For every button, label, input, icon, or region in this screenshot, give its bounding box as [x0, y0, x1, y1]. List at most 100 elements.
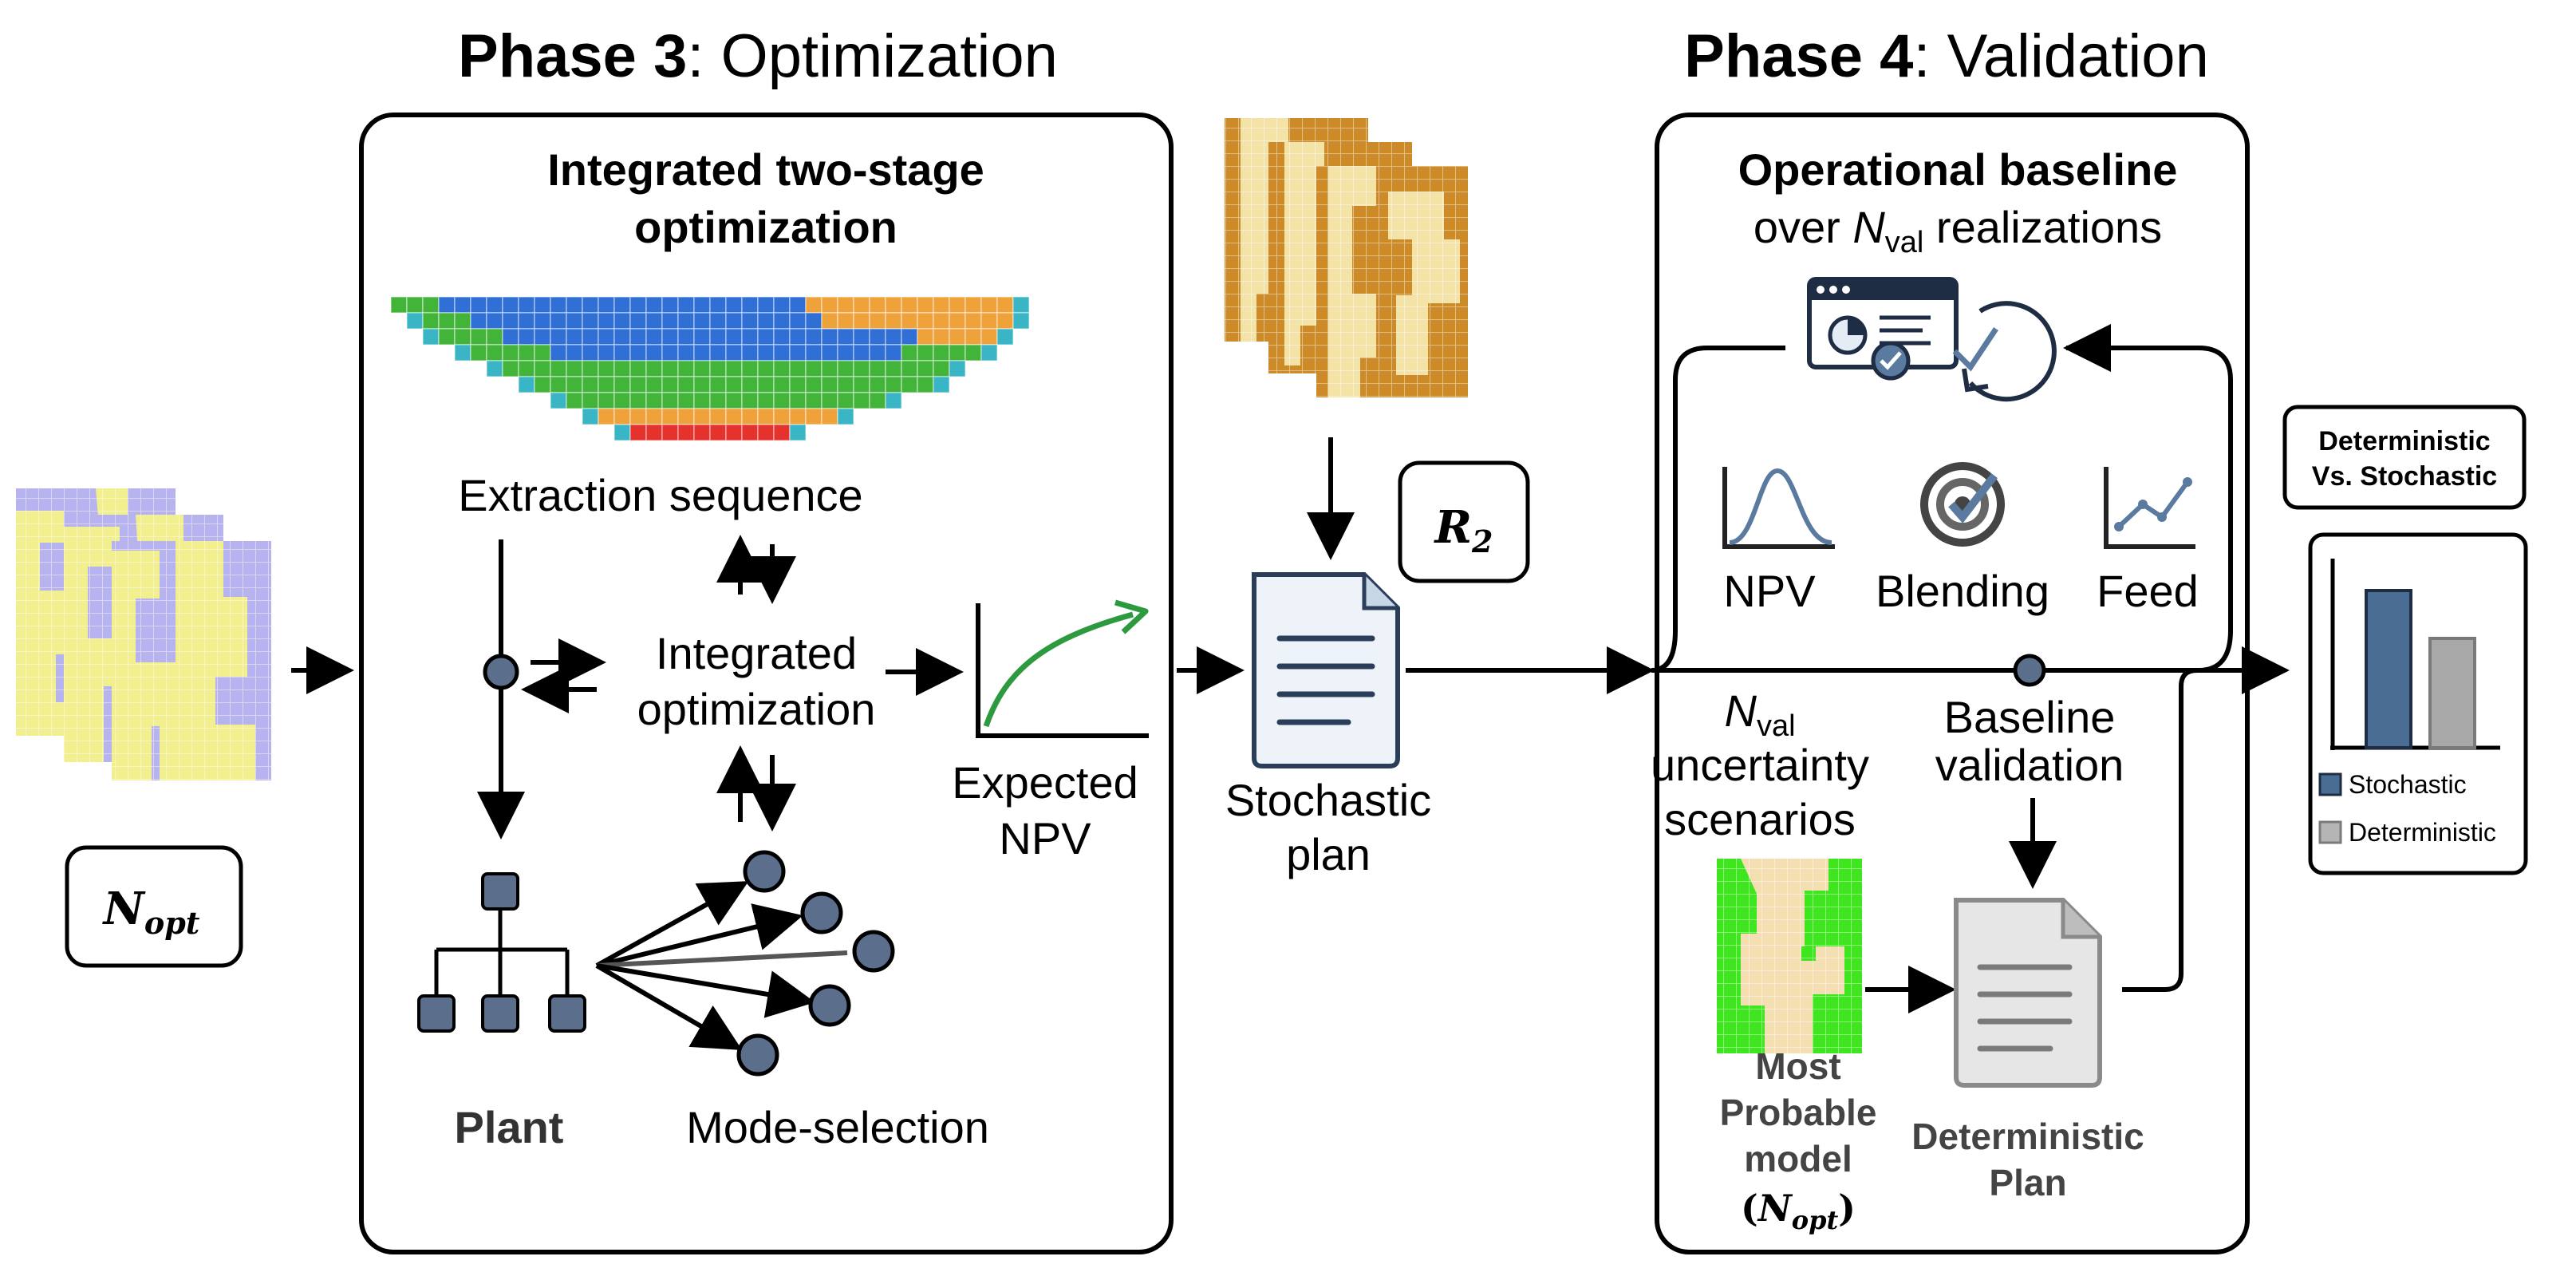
refresh-check-icon	[1952, 301, 2057, 402]
double-arrow-extraction-integrated	[716, 535, 796, 604]
pit-block	[885, 376, 902, 393]
pit-block	[598, 312, 615, 330]
pit-block	[582, 392, 599, 409]
pit-block	[566, 296, 583, 314]
pit-block	[709, 424, 727, 441]
comparison-title-box	[2282, 405, 2527, 510]
pit-block	[486, 328, 503, 346]
pit-block	[613, 344, 631, 361]
extraction-sequence-pit	[390, 296, 1030, 441]
pit-block	[853, 296, 870, 314]
pit-block	[709, 312, 727, 330]
pit-block	[725, 296, 743, 314]
pit-block	[470, 312, 487, 330]
pit-block	[996, 328, 1014, 346]
pit-block	[677, 312, 695, 330]
pit-block	[980, 312, 998, 330]
pit-block	[917, 296, 934, 314]
phase3-box-heading-line2: optimization	[634, 202, 897, 252]
pit-block	[885, 392, 902, 409]
input-realization-front	[112, 541, 271, 780]
pit-block	[566, 392, 583, 409]
pit-block	[741, 344, 759, 361]
pit-block	[470, 344, 487, 361]
pit-block	[629, 376, 647, 393]
pit-block	[406, 296, 424, 314]
pit-block	[933, 328, 950, 346]
pit-block	[613, 296, 631, 314]
pit-block	[677, 296, 695, 314]
pit-block	[789, 296, 807, 314]
pit-block	[805, 360, 823, 377]
pit-block	[853, 328, 870, 346]
n-opt-sub: opt	[144, 905, 200, 941]
blending-target-icon	[1920, 462, 2005, 547]
pit-block	[693, 408, 711, 425]
pit-block	[645, 376, 663, 393]
baseline-loop-frame	[1651, 346, 1785, 673]
pit-block	[885, 328, 902, 346]
pit-block	[390, 296, 408, 314]
pit-block	[661, 328, 679, 346]
phase4-title: Phase 4: Validation	[1684, 22, 2209, 90]
scenarios-line2: uncertainty	[1651, 740, 1869, 790]
pit-block	[693, 424, 711, 441]
pit-block	[869, 344, 886, 361]
pit-block	[757, 312, 775, 330]
pit-block	[486, 344, 503, 361]
pit-block	[821, 312, 838, 330]
scenarios-line3: scenarios	[1664, 794, 1856, 844]
pit-block	[757, 360, 775, 377]
pit-block	[821, 392, 838, 409]
pit-block	[438, 312, 456, 330]
pit-block	[518, 328, 535, 346]
pit-block	[853, 344, 870, 361]
pit-block	[582, 360, 599, 377]
pit-block	[933, 360, 950, 377]
pit-block	[582, 344, 599, 361]
pit-block	[613, 360, 631, 377]
pit-block	[709, 376, 727, 393]
pit-block	[917, 344, 934, 361]
pit-block	[502, 296, 519, 314]
pit-block	[613, 312, 631, 330]
pit-block	[805, 328, 823, 346]
pit-block	[949, 312, 966, 330]
pit-block	[821, 296, 838, 314]
comparison-bar-chart	[2330, 559, 2500, 750]
pit-block	[677, 328, 695, 346]
pit-block	[917, 376, 934, 393]
phase4-title-rest: : Validation	[1913, 22, 2208, 90]
most-probable-line3: model	[1744, 1138, 1852, 1179]
pit-block	[789, 360, 807, 377]
pit-block	[438, 328, 456, 346]
operational-baseline-heading: Operational baseline	[1738, 144, 2178, 195]
pit-block	[949, 296, 966, 314]
pit-block	[486, 360, 503, 377]
pit-block	[550, 296, 567, 314]
pit-block	[773, 376, 791, 393]
pit-block	[550, 360, 567, 377]
input-realizations-stack	[16, 488, 271, 780]
most-n-sub: opt	[1792, 1205, 1839, 1235]
pit-block	[677, 344, 695, 361]
pit-block	[582, 328, 599, 346]
pit-block	[837, 312, 854, 330]
connector-det-plan-to-output	[2122, 668, 2198, 992]
pit-block	[693, 328, 711, 346]
pit-block	[550, 392, 567, 409]
pit-block	[837, 328, 854, 346]
pit-block	[629, 296, 647, 314]
r2-label: R2	[1434, 501, 1493, 559]
pit-block	[837, 392, 854, 409]
pit-block	[773, 296, 791, 314]
pit-block	[917, 360, 934, 377]
pit-block	[645, 360, 663, 377]
over-prefix: over	[1753, 202, 1853, 252]
pit-block	[741, 424, 759, 441]
pit-block	[853, 360, 870, 377]
baseline-node	[2013, 654, 2046, 687]
pit-block	[438, 296, 456, 314]
pit-block	[853, 376, 870, 393]
pit-block	[757, 408, 775, 425]
